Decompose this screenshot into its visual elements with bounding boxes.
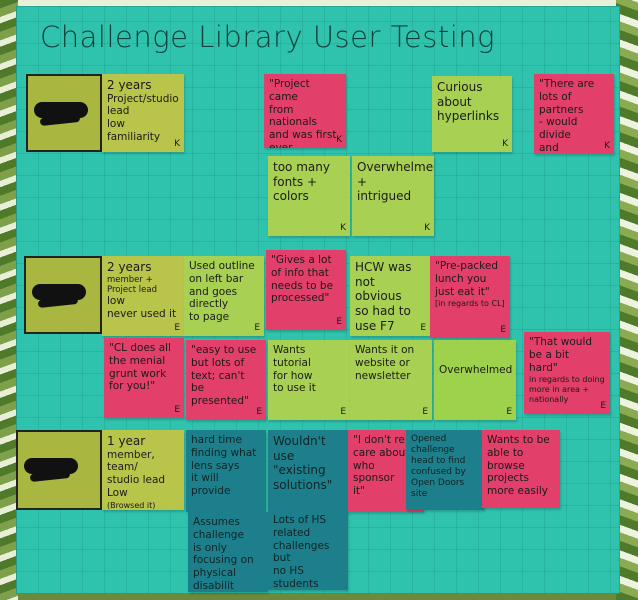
sticky-note: "easy to use but lots of text; can't be … bbox=[186, 340, 266, 420]
sticky-note: "Gives a lot of info that needs to be pr… bbox=[266, 250, 346, 330]
note-initial: E bbox=[174, 405, 180, 416]
sticky-note: Opened challenge head to find confused b… bbox=[406, 430, 484, 510]
note-subtext: in regards to doing more in area + natio… bbox=[529, 375, 605, 404]
poster-title: Challenge Library User Testing bbox=[40, 20, 496, 54]
note-initial: E bbox=[256, 407, 262, 418]
persona-familiarity: Low bbox=[107, 487, 128, 500]
sticky-note: Wants tutorial for how to use it E bbox=[268, 340, 350, 420]
note-text: "That would be a bit hard" bbox=[529, 336, 593, 374]
persona-card-3: 1 year member, team/ studio lead Low (Br… bbox=[102, 430, 184, 510]
sticky-note: Used outline on left bar and goes direct… bbox=[184, 256, 264, 336]
sticky-note: Assumes challenge is only focusing on ph… bbox=[188, 512, 268, 592]
persona-photo-3 bbox=[16, 430, 102, 510]
note-text: Used outline on left bar and goes direct… bbox=[189, 260, 255, 324]
foliage-right bbox=[616, 0, 638, 600]
note-text: "There are lots of partners - would divi… bbox=[539, 78, 595, 154]
persona-tenure: 2 years bbox=[107, 260, 152, 274]
persona-card-1: 2 years Project/studio lead low familiar… bbox=[102, 74, 184, 152]
note-text: "I don't re care about who sponsor it" bbox=[353, 434, 410, 498]
note-text: "Project came from nationals and was fir… bbox=[269, 78, 337, 148]
persona-photo-2 bbox=[24, 256, 102, 334]
sticky-note: Overwhelmed + intrigued K bbox=[352, 156, 434, 236]
note-text: "CL does all the menial grunt work for y… bbox=[109, 342, 171, 393]
sticky-note: Lots of HS related challenges but no HS … bbox=[268, 510, 348, 590]
note-text: "Pre-packed lunch you just eat it" bbox=[435, 260, 499, 298]
note-text: "easy to use but lots of text; can't be … bbox=[191, 344, 257, 408]
sticky-note: too many fonts + colors K bbox=[268, 156, 350, 236]
note-initial: E bbox=[506, 407, 512, 418]
sticky-note: "Project came from nationals and was fir… bbox=[264, 74, 346, 148]
poster-board: Challenge Library User Testing 2 years P… bbox=[16, 6, 620, 594]
note-text: Wouldn't use "existing solutions" bbox=[273, 434, 333, 492]
persona-role: Project/studio lead bbox=[107, 92, 179, 118]
note-initial: E bbox=[600, 401, 606, 412]
sticky-note: Wants it on website or newsletter E bbox=[350, 340, 432, 420]
note-initial: K bbox=[604, 141, 610, 152]
note-initial: E bbox=[500, 325, 506, 336]
note-initial: E bbox=[174, 323, 180, 334]
sticky-note: Overwhelmed E bbox=[434, 340, 516, 420]
persona-card-2: 2 years member + Project lead low never … bbox=[102, 256, 184, 336]
note-initial: K bbox=[424, 223, 430, 234]
persona-tenure: 2 years bbox=[107, 78, 152, 92]
note-text: too many fonts + colors bbox=[273, 160, 330, 204]
note-initial: E bbox=[422, 407, 428, 418]
sticky-note: Curious about hyperlinks K bbox=[432, 76, 512, 152]
note-subtext: [in regards to CL] bbox=[435, 299, 505, 309]
persona-familiarity: low familiarity bbox=[107, 118, 161, 144]
sticky-note: "That would be a bit hard" in regards to… bbox=[524, 332, 610, 414]
sticky-note: HCW was not obvious so had to use F7 E bbox=[350, 256, 430, 336]
note-text: hard time finding what lens says it will… bbox=[191, 434, 257, 498]
note-text: Overwhelmed bbox=[439, 364, 513, 376]
note-initial: K bbox=[340, 223, 346, 234]
note-text: Opened challenge head to find confused b… bbox=[411, 434, 466, 499]
sticky-note: "Pre-packed lunch you just eat it" [in r… bbox=[430, 256, 510, 338]
note-text: Overwhelmed + intrigued bbox=[357, 160, 434, 204]
sticky-note: hard time finding what lens says it will… bbox=[186, 430, 266, 512]
note-text: "Gives a lot of info that needs to be pr… bbox=[271, 254, 334, 305]
note-text: HCW was not obvious so had to use F7 bbox=[355, 260, 412, 333]
note-initial: K bbox=[502, 139, 508, 150]
note-text: Curious about hyperlinks bbox=[437, 80, 500, 124]
sticky-note: Wouldn't use "existing solutions" bbox=[268, 430, 348, 512]
sticky-note: "There are lots of partners - would divi… bbox=[534, 74, 614, 154]
note-initial: E bbox=[340, 407, 346, 418]
foliage-left bbox=[0, 0, 18, 600]
note-text: Wants it on website or newsletter bbox=[355, 344, 415, 382]
note-text: Wants to be able to browse projects more… bbox=[487, 434, 550, 498]
persona-photo-1 bbox=[26, 74, 102, 152]
persona-role: member, team/ studio lead bbox=[107, 448, 166, 487]
note-initial: E bbox=[336, 317, 342, 328]
sticky-note: Wants to be able to browse projects more… bbox=[482, 430, 560, 508]
note-text: Wants tutorial for how to use it bbox=[273, 344, 316, 395]
note-text: Lots of HS related challenges but no HS … bbox=[273, 514, 330, 590]
persona-familiarity: low never used it bbox=[107, 295, 177, 321]
note-initial: K bbox=[336, 135, 342, 146]
note-initial: E bbox=[420, 323, 426, 334]
persona-subtext: (Browsed it) bbox=[107, 500, 156, 510]
persona-role: member + Project lead bbox=[107, 274, 157, 295]
sticky-note: "CL does all the menial grunt work for y… bbox=[104, 338, 184, 418]
note-text: Assumes challenge is only focusing on ph… bbox=[193, 516, 254, 592]
note-initial: K bbox=[174, 139, 180, 150]
note-initial: E bbox=[254, 323, 260, 334]
persona-tenure: 1 year bbox=[107, 434, 146, 448]
